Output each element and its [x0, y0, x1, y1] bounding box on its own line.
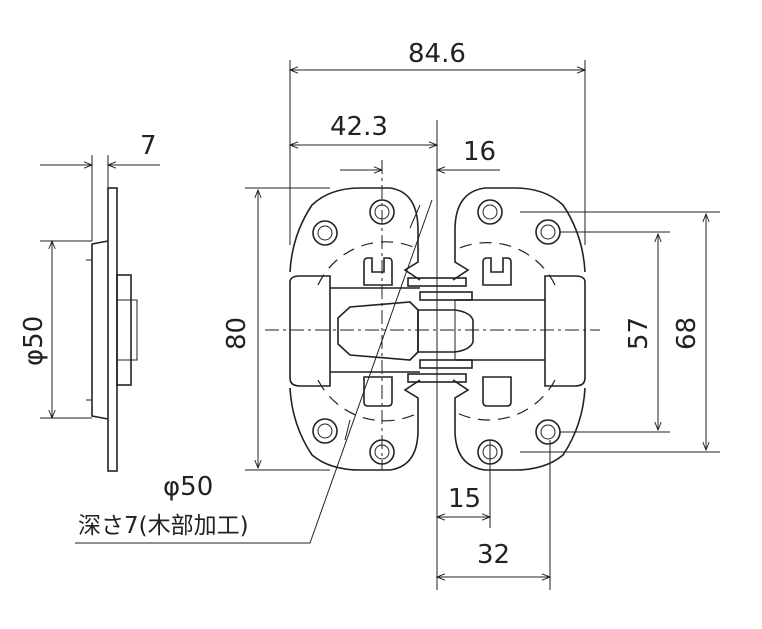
dimension-lines: [75, 60, 720, 590]
dim-offset-32: 32: [477, 540, 510, 570]
dim-hole-pitch-68: 68: [672, 317, 702, 350]
note-diameter: φ50: [163, 472, 213, 502]
dim-height-80: 80: [222, 317, 252, 350]
note-depth: 深さ7(木部加工): [78, 513, 249, 539]
dim-side-diameter: φ50: [19, 316, 49, 366]
dim-half-width: 42.3: [330, 112, 388, 142]
hinge-right-wing: [452, 187, 586, 471]
side-view: [40, 155, 160, 472]
dim-hole-pitch-57: 57: [624, 317, 654, 350]
hinge-left-wing: [289, 187, 421, 471]
dim-overall-width: 84.6: [408, 39, 466, 69]
dim-offset-15: 15: [448, 484, 481, 514]
dim-thickness-7: 7: [140, 131, 157, 161]
dim-offset-16: 16: [463, 137, 496, 167]
